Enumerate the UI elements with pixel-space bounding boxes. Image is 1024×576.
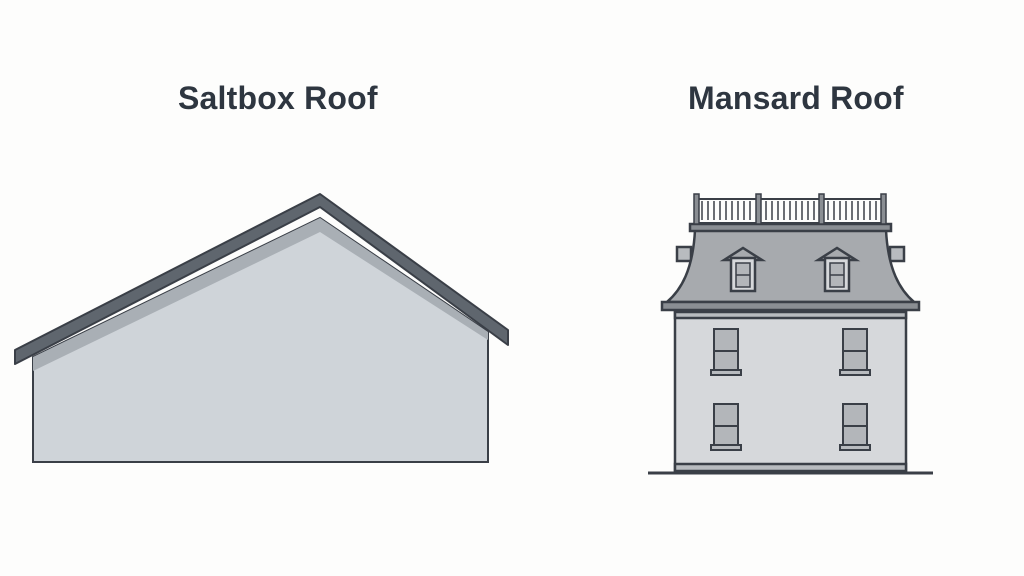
saltbox-house-illustration: [14, 193, 509, 463]
dormer-right: [813, 246, 861, 293]
dormer-left: [719, 246, 767, 293]
saltbox-roof-title: Saltbox Roof: [178, 80, 378, 116]
mansard-roof-title: Mansard Roof: [688, 80, 904, 116]
mansard-house-illustration: [648, 193, 933, 475]
